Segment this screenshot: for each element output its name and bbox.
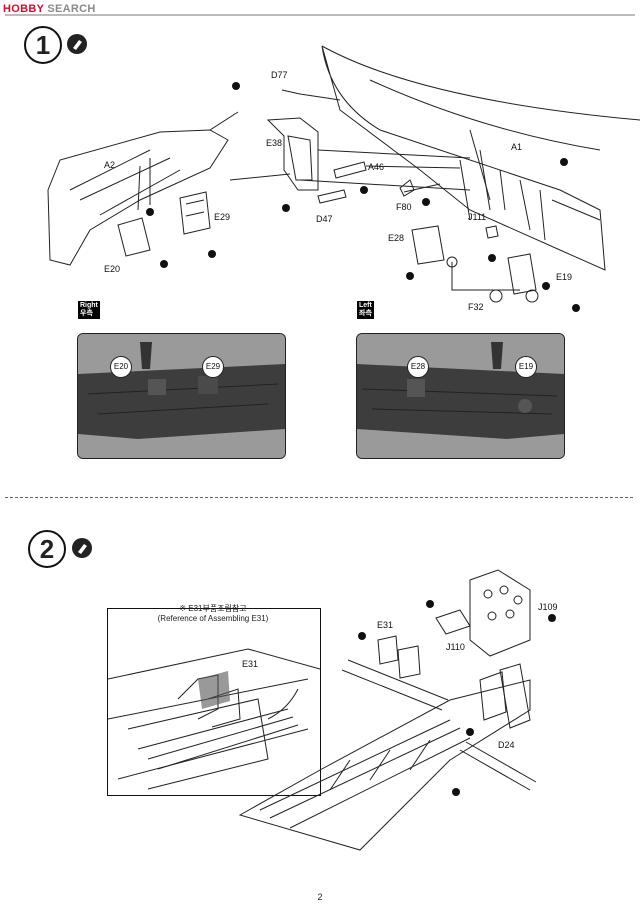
label-d24: D24 xyxy=(498,740,515,750)
right-callout-e29: E29 xyxy=(202,356,224,378)
label-e38: E38 xyxy=(266,138,283,148)
label-a46: A46 xyxy=(368,162,385,172)
label-e20: E20 xyxy=(104,264,121,274)
left-side-photo: E28 E19 xyxy=(356,333,565,459)
right-side-photo: E20 E29 xyxy=(77,333,286,459)
step-1-number: 1 xyxy=(24,26,62,64)
label-a2: A2 xyxy=(104,160,116,170)
label-e31: E31 xyxy=(377,620,394,630)
label-j111: J111 xyxy=(468,212,487,222)
ref-label-e31: E31 xyxy=(242,659,259,669)
label-j110: J110 xyxy=(446,642,465,652)
label-a1: A1 xyxy=(511,142,523,152)
watermark-rest: SEARCH xyxy=(44,3,96,15)
right-tag-en: Right xyxy=(80,302,98,309)
label-e29: E29 xyxy=(214,212,231,222)
label-e28: E28 xyxy=(388,233,405,243)
label-j109: J109 xyxy=(538,602,558,612)
left-tag-ko: 좌측 xyxy=(359,310,372,317)
label-f80: F80 xyxy=(396,202,412,212)
reference-box: E31 xyxy=(107,608,321,796)
left-callout-e28: E28 xyxy=(407,356,429,378)
label-d77: D77 xyxy=(271,70,288,80)
page-number: 2 xyxy=(317,892,323,902)
left-tag: Left 좌측 xyxy=(357,301,374,319)
right-tag: Right 우측 xyxy=(78,301,100,319)
right-tag-ko: 우측 xyxy=(80,310,93,317)
label-e19: E19 xyxy=(556,272,573,282)
label-d47: D47 xyxy=(316,214,333,224)
step-1-assembly-drawing xyxy=(47,45,640,312)
reference-note: ※ E31부품조립참고 (Reference of Assembling E31… xyxy=(107,604,319,624)
left-callout-e19: E19 xyxy=(515,356,537,378)
reference-note-en: (Reference of Assembling E31) xyxy=(157,614,269,623)
watermark-brand: HOBBY xyxy=(3,3,45,15)
label-f32: F32 xyxy=(468,302,484,312)
left-tag-en: Left xyxy=(359,302,372,309)
step-2-assembly-drawing xyxy=(238,569,556,851)
hobbysearch-watermark: HOBBY SEARCH xyxy=(3,3,96,15)
glue-icon xyxy=(67,34,87,54)
step-divider xyxy=(5,497,633,498)
right-callout-e20: E20 xyxy=(110,356,132,378)
page-frame-top xyxy=(5,14,635,16)
glue-icon-2 xyxy=(72,538,92,558)
reference-note-ko: ※ E31부품조립참고 xyxy=(179,604,247,613)
step-2-number: 2 xyxy=(28,530,66,568)
